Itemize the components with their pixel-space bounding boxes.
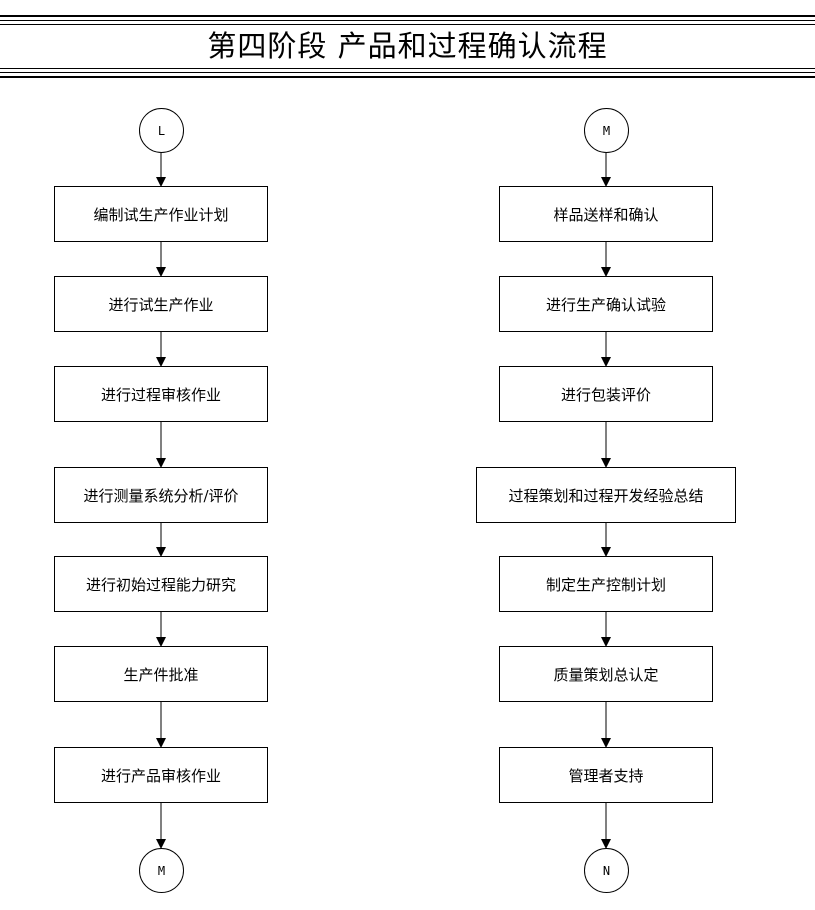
left-step-3: 进行过程审核作业: [54, 366, 268, 422]
header-rule-bottom-3: [0, 76, 815, 78]
right-step-5: 制定生产控制计划: [499, 556, 713, 612]
left-step-6: 生产件批准: [54, 646, 268, 702]
right-step-6: 质量策划总认定: [499, 646, 713, 702]
header-rule-bottom-1: [0, 68, 815, 69]
left-step-2: 进行试生产作业: [54, 276, 268, 332]
left-step-5: 进行初始过程能力研究: [54, 556, 268, 612]
page-title: 第四阶段 产品和过程确认流程: [207, 29, 608, 63]
left-step-7: 进行产品审核作业: [54, 747, 268, 803]
connector-left-start: L: [139, 108, 184, 153]
header-rule-top-3: [0, 24, 815, 25]
right-step-3: 进行包装评价: [499, 366, 713, 422]
header-rule-bottom-2: [0, 72, 815, 73]
left-step-4: 进行测量系统分析/评价: [54, 467, 268, 523]
header-rule-top-1: [0, 15, 815, 17]
right-step-1: 样品送样和确认: [499, 186, 713, 242]
header-rule-top-2: [0, 20, 815, 21]
connector-left-end: M: [139, 848, 184, 893]
connector-right-end: N: [584, 848, 629, 893]
right-step-4: 过程策划和过程开发经验总结: [476, 467, 736, 523]
connector-right-start: M: [584, 108, 629, 153]
left-step-1: 编制试生产作业计划: [54, 186, 268, 242]
right-step-2: 进行生产确认试验: [499, 276, 713, 332]
right-step-7: 管理者支持: [499, 747, 713, 803]
